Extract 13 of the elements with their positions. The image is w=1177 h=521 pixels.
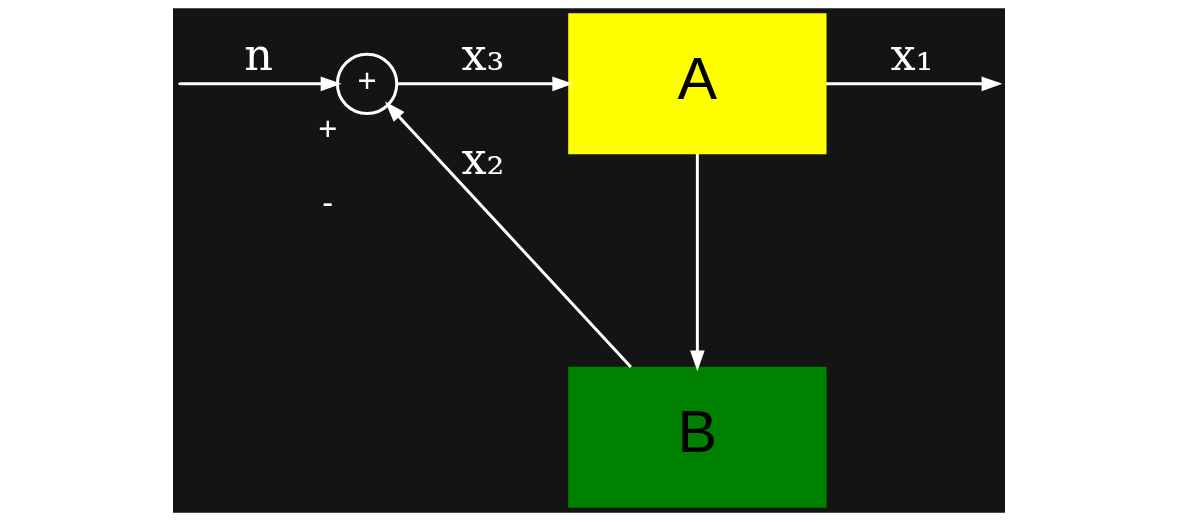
edge-label: n [243,29,273,82]
node-box: A [567,13,827,155]
arrow [689,154,705,372]
edge-label: x₁ [889,29,933,82]
arrow [396,76,573,92]
arrow [384,101,632,368]
edge-label: x₂ [460,133,504,186]
arrow [179,76,341,92]
node-box: B [567,366,827,508]
edge-label: x₃ [460,29,504,82]
node-label: - [321,183,333,221]
node-label: + [317,109,337,147]
node-circle: + [335,52,398,115]
